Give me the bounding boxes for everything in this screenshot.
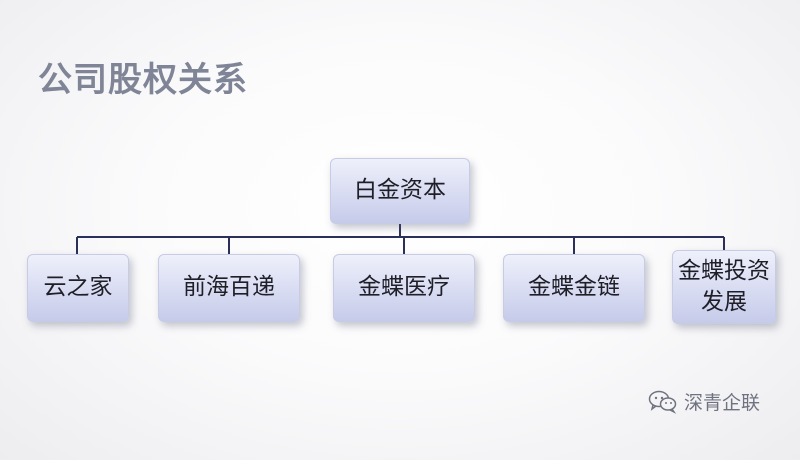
node-child-2-label: 前海百递: [183, 274, 275, 301]
node-child-5-label: 金蝶投资发展: [678, 257, 770, 315]
node-child-4: 金蝶金链: [503, 254, 645, 322]
watermark: 深青企联: [648, 388, 760, 415]
node-root: 白金资本: [330, 158, 470, 224]
node-child-4-label: 金蝶金链: [528, 274, 620, 301]
node-child-3-label: 金蝶医疗: [358, 274, 450, 301]
node-child-3: 金蝶医疗: [333, 254, 475, 322]
watermark-text: 深青企联: [684, 392, 761, 414]
node-child-2: 前海百递: [158, 254, 300, 322]
page-title: 公司股权关系: [38, 60, 248, 100]
node-child-5: 金蝶投资发展: [672, 250, 776, 324]
node-root-label: 白金资本: [354, 177, 446, 204]
node-child-1-label: 云之家: [43, 274, 113, 301]
node-child-1: 云之家: [27, 254, 129, 322]
wechat-icon: [648, 390, 677, 414]
